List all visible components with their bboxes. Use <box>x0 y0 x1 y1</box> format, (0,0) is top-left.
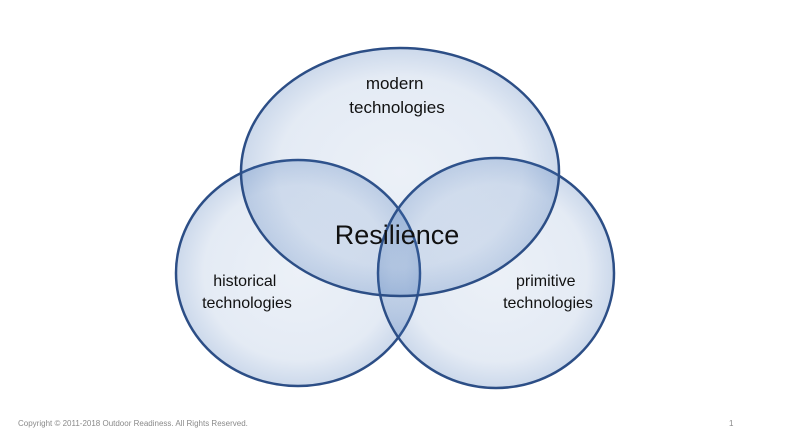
modern-technologies-label: modern technologies <box>349 74 444 117</box>
page-number: 1 <box>729 419 734 428</box>
historical-technologies-label: historical technologies <box>202 273 292 312</box>
resilience-label: Resilience <box>335 220 460 250</box>
primitive-technologies-label: primitive technologies <box>503 273 593 312</box>
copyright-footer: Copyright © 2011-2018 Outdoor Readiness.… <box>18 419 248 428</box>
modern-technologies-circle <box>239 46 561 298</box>
